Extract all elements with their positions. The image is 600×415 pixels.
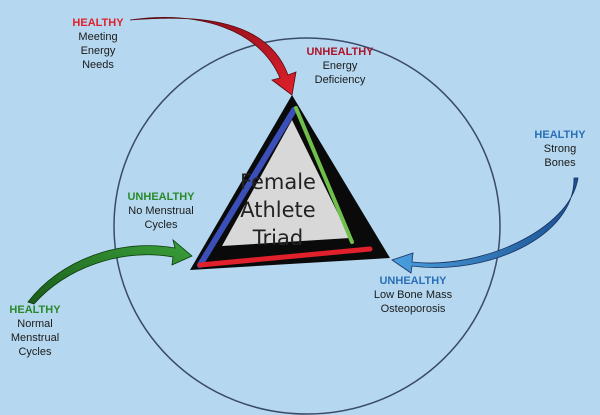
label-energy-healthy: HEALTHY Meeting Energy Needs (58, 16, 138, 72)
triad-inner-area (222, 120, 350, 246)
menstrual-healthy-desc: Normal Menstrual Cycles (10, 318, 60, 358)
arrow-bone (391, 177, 579, 274)
triangle-edge-blue (197, 107, 297, 268)
menstrual-healthy-state: HEALTHY (9, 304, 61, 316)
energy-unhealthy-state: UNHEALTHY (306, 46, 374, 58)
menstrual-unhealthy-state: UNHEALTHY (127, 191, 195, 203)
bone-healthy-desc: Strong Bones (543, 143, 577, 169)
label-bone-unhealthy: UNHEALTHY Low Bone Mass Osteoporosis (358, 274, 468, 316)
label-bone-healthy: HEALTHY Strong Bones (525, 128, 595, 170)
label-menstrual-healthy: HEALTHY Normal Menstrual Cycles (0, 303, 70, 359)
energy-healthy-desc: Meeting Energy Needs (78, 31, 118, 71)
bone-unhealthy-desc: Low Bone Mass Osteoporosis (373, 289, 453, 315)
menstrual-unhealthy-desc: No Menstrual Cycles (128, 205, 194, 231)
triangle-edge-green (294, 106, 354, 244)
energy-unhealthy-desc: Energy Deficiency (314, 60, 366, 86)
label-menstrual-unhealthy: UNHEALTHY No Menstrual Cycles (116, 190, 206, 232)
center-title: Female Athlete Triad (240, 170, 316, 250)
arrow-energy (129, 17, 297, 96)
energy-healthy-state: HEALTHY (72, 17, 124, 29)
bone-healthy-state: HEALTHY (534, 129, 586, 141)
label-energy-unhealthy: UNHEALTHY Energy Deficiency (290, 45, 390, 87)
arrow-menstrual (27, 238, 193, 305)
triad-circle (113, 37, 501, 415)
triangle-edge-red (197, 246, 373, 268)
bone-unhealthy-state: UNHEALTHY (379, 275, 447, 287)
